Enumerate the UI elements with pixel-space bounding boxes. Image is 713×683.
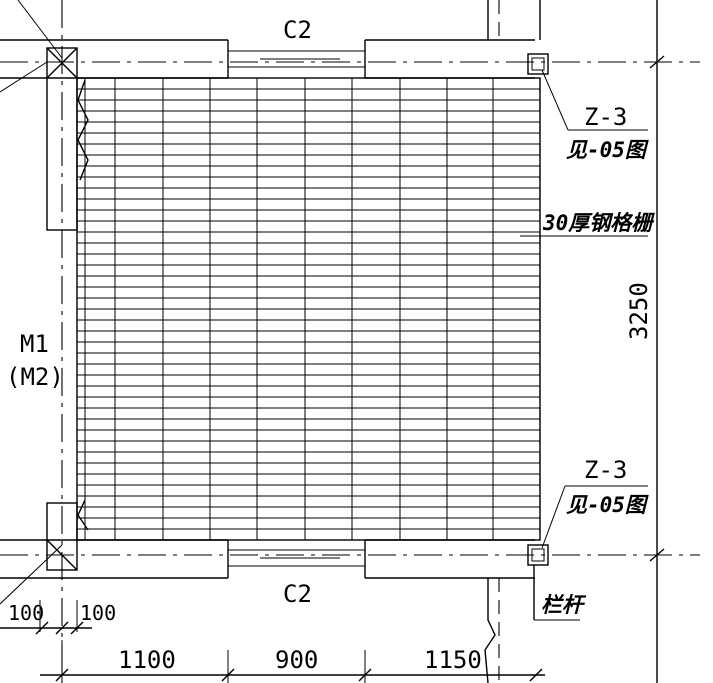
leader-z3-bottom [541, 485, 566, 549]
break-symbol-top [77, 79, 89, 181]
grating-label: 30厚钢格栅 [542, 211, 655, 235]
column-label-bottom: Z-3 [584, 456, 627, 484]
dim-small-right: 100 [80, 601, 116, 625]
window-label-bottom: C2 [283, 580, 312, 608]
dim-small-left: 100 [8, 601, 44, 625]
leader-z3-top [541, 69, 569, 131]
dim-span-1: 1100 [118, 646, 176, 674]
bottom-right-break [484, 578, 496, 683]
window-label-top: C2 [283, 16, 312, 44]
dim-ticks [35, 600, 543, 683]
right-tick-top [649, 55, 665, 69]
bottom-wall [0, 539, 535, 579]
steel-grating [76, 77, 541, 541]
door-label: M1 [20, 330, 49, 358]
height-dimension: 3250 [625, 282, 653, 340]
dim-span-3: 1150 [424, 646, 482, 674]
break-symbol-bottom [77, 499, 89, 531]
column-z3-bottom [527, 544, 549, 566]
railing-label: 栏杆 [541, 593, 587, 617]
dim-span-2: 900 [275, 646, 318, 674]
column-ref-bottom: 见-05图 [566, 493, 649, 517]
column-label-top: Z-3 [584, 103, 627, 131]
column-z3-top [527, 53, 549, 75]
leader-top-left [0, 61, 48, 93]
column-ref-top: 见-05图 [566, 138, 649, 162]
right-tick-bottom [649, 548, 665, 562]
leader-top-left-2 [17, 0, 63, 59]
top-wall [0, 39, 535, 79]
leader-bottom-left [0, 544, 63, 605]
door-alt-label: (M2) [6, 363, 64, 391]
